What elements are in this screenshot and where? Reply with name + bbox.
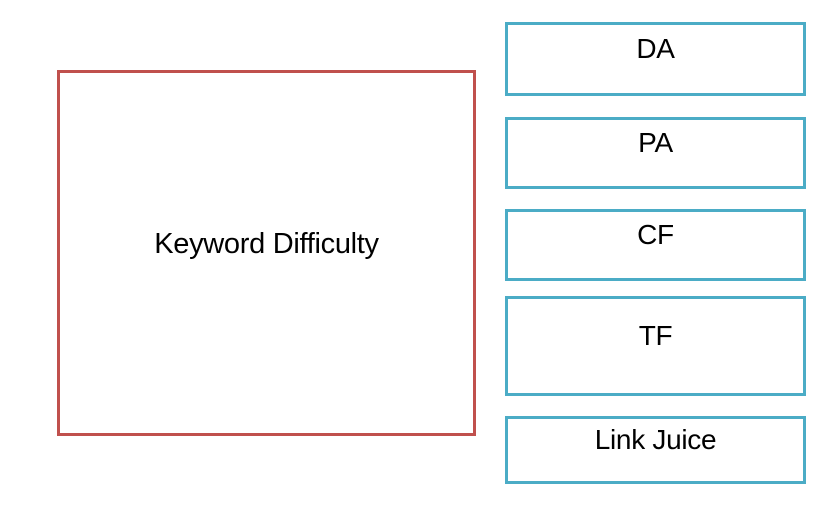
factor-box-cf: CF: [505, 209, 806, 281]
factor-label-da: DA: [636, 32, 675, 64]
factor-box-da: DA: [505, 22, 806, 96]
factor-box-link-juice: Link Juice: [505, 416, 806, 484]
factor-label-link-juice: Link Juice: [594, 423, 717, 455]
keyword-difficulty-label: Keyword Difficulty: [154, 228, 379, 261]
factor-label-tf: TF: [638, 319, 673, 351]
factor-box-tf: TF: [505, 296, 806, 396]
factor-label-pa: PA: [638, 126, 673, 158]
factor-label-cf: CF: [637, 218, 674, 250]
factor-box-pa: PA: [505, 117, 806, 189]
keyword-difficulty-box: Keyword Difficulty: [57, 70, 476, 436]
